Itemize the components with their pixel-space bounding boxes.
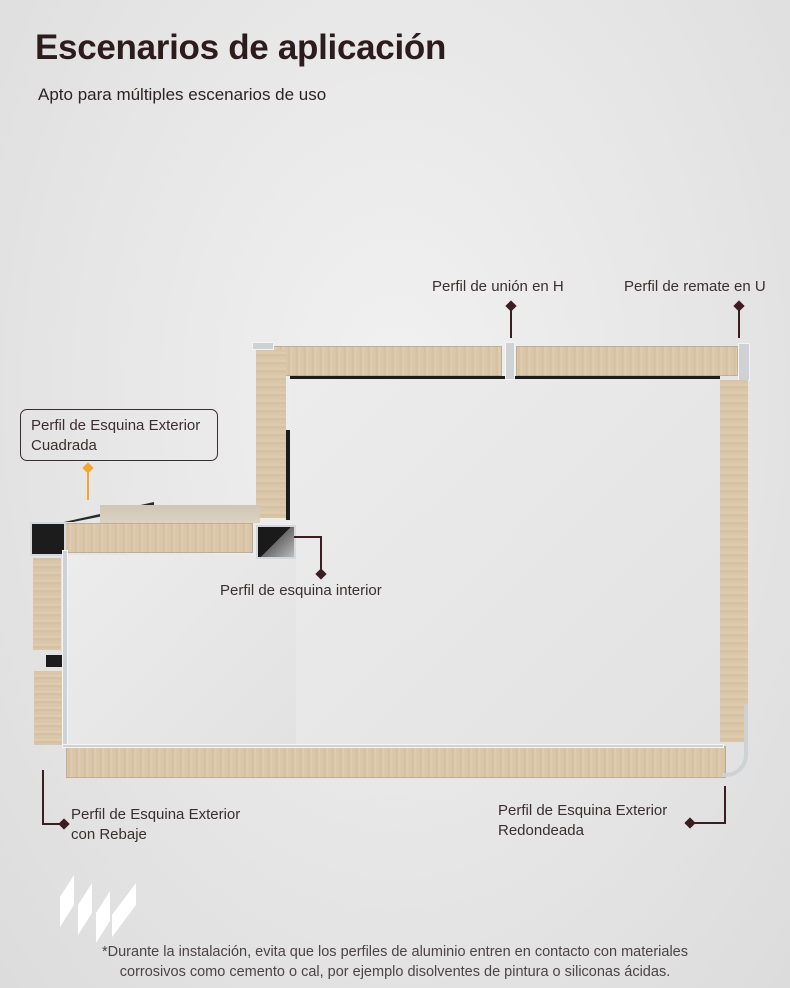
callout-rounded-outer-corner: Perfil de Esquina Exterior Redondeada [498,801,667,841]
note-line2: corrosivos como cemento o cal, por ejemp… [119,964,671,980]
top-board-right [516,346,738,376]
rounded-corner-profile [722,705,748,777]
callout-h-joint: Perfil de unión en H [432,278,564,295]
page-title: Escenarios de aplicación [35,28,447,67]
callout-recessed-outer-corner: Perfil de Esquina Exterior con Rebaje [71,805,240,845]
u-trim-profile [738,343,750,381]
callout-line [42,770,44,825]
callout-square-line2: Cuadrada [31,437,97,454]
upper-vertical-board [256,350,286,518]
step-top-surface [100,505,260,523]
square-corner-profile [30,522,66,556]
diamond-marker [58,818,70,830]
bottom-board [66,746,726,778]
left-board-upper [33,558,61,650]
page-subtitle: Apto para múltiples escenarios de uso [38,85,327,104]
callout-recessed-line1: Perfil de Esquina Exterior [71,806,241,823]
callout-line [42,823,62,825]
callout-square-outer-corner: Perfil de Esquina Exterior Cuadrada [20,409,218,461]
step-board [65,523,253,553]
callout-rounded-line2: Redondeada [498,822,584,839]
callout-square-line1: Perfil de Esquina Exterior [31,417,201,434]
upper-panel [290,378,720,748]
recessed-corner-profile [62,550,68,748]
callout-line [724,786,726,824]
callout-rounded-line1: Perfil de Esquina Exterior [498,802,668,819]
callout-line [694,822,726,824]
upper-vertical-shadow [286,430,290,520]
callout-inner-corner: Perfil de esquina interior [220,582,382,599]
callout-u-trim: Perfil de remate en U [624,278,766,295]
h-joint-profile [505,342,515,380]
lower-panel [66,555,296,748]
inner-corner-profile [256,525,296,559]
callout-line [294,536,322,538]
diamond-marker [684,817,696,829]
top-board-left [262,346,502,376]
recess-gap [46,655,64,667]
note-line1: *Durante la instalación, evita que los p… [102,944,688,960]
right-vertical-board [720,380,748,742]
left-board-lower [34,671,62,745]
square-corner-top [252,342,274,350]
callout-line [320,536,322,572]
brand-logo-icon [60,875,136,943]
installation-note: *Durante la instalación, evita que los p… [0,942,790,982]
callout-line [87,468,89,500]
callout-recessed-line2: con Rebaje [71,826,147,843]
callout-line [738,306,740,338]
bottom-alu-strip [62,744,724,748]
callout-line [510,306,512,338]
